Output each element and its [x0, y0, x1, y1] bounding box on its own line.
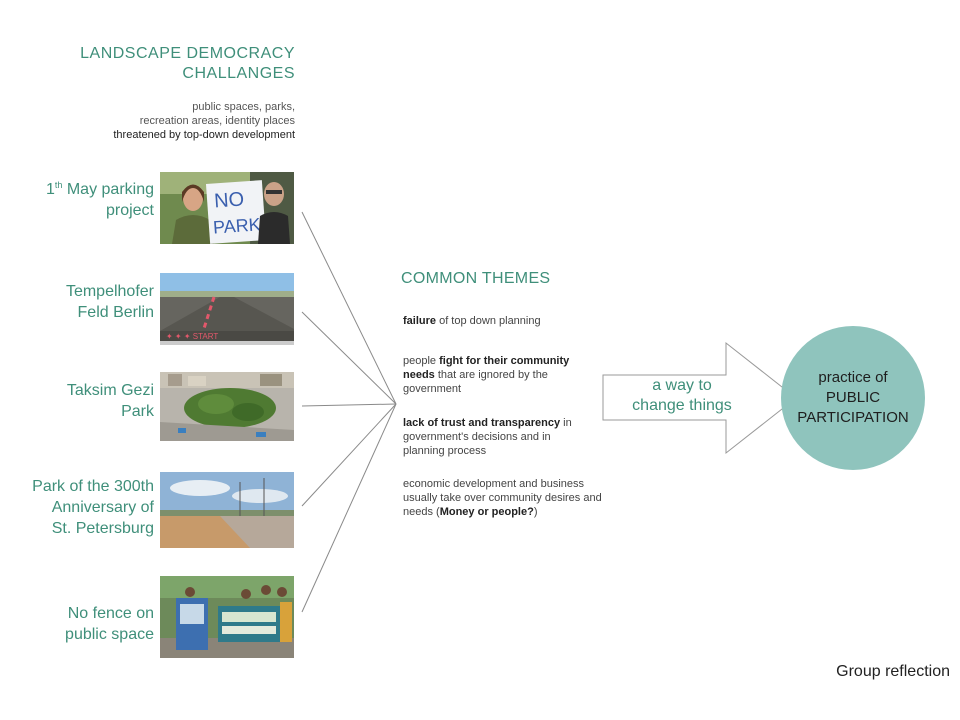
themes-title: COMMON THEMES	[401, 270, 551, 287]
arrow-text-line-2: change things	[632, 397, 732, 414]
theme-item-1: failure of top down planning	[403, 315, 541, 327]
theme-item-2: people fight for their community needs t…	[403, 355, 570, 395]
theme-item-3: lack of trust and transparency in govern…	[403, 417, 572, 457]
case-2-line-2: Feld Berlin	[77, 304, 154, 321]
public-participation-circle: practice of PUBLIC PARTICIPATION	[781, 326, 925, 470]
circle-line-1: practice of	[818, 369, 888, 386]
arrow-text: a way to change things	[612, 376, 752, 416]
svg-text:✦ ✦ ✦ START: ✦ ✦ ✦ START	[166, 332, 218, 341]
beach-park-photo	[160, 472, 294, 548]
case-label-2: Tempelhofer Feld Berlin	[4, 281, 154, 323]
footer-label: Group reflection	[836, 663, 950, 680]
case-1-line-1: 1th May parking	[45, 180, 154, 198]
page-title: LANDSCAPE DEMOCRACY CHALLANGES	[35, 44, 295, 84]
connector-line-3	[301, 403, 397, 407]
arrow-text-line-1: a way to	[652, 377, 712, 394]
circle-line-3: PARTICIPATION	[797, 409, 909, 426]
subtitle-line-3: threatened by top-down development	[113, 129, 295, 141]
connector-line-2	[301, 311, 397, 405]
aerial-park-photo	[160, 372, 294, 441]
case-3-line-1: Taksim Gezi	[66, 382, 154, 399]
subtitle-line-2: recreation areas, identity places	[139, 115, 295, 127]
case-4-line-3: St. Petersburg	[51, 520, 154, 537]
case-2-line-1: Tempelhofer	[65, 283, 154, 300]
subtitle-line-1: public spaces, parks,	[192, 101, 295, 113]
case-5-line-2: public space	[65, 626, 154, 643]
theme-item-4: economic development and business usuall…	[403, 478, 602, 518]
no-park-protest-photo: NO PARK	[160, 172, 294, 244]
connector-line-5	[301, 403, 397, 613]
case-4-line-1: Park of the 300th	[32, 478, 154, 495]
runway-field-photo: ✦ ✦ ✦ START	[160, 273, 294, 345]
svg-text:PARK: PARK	[212, 214, 261, 237]
subtitle: public spaces, parks, recreation areas, …	[35, 100, 295, 142]
case-label-3: Taksim Gezi Park	[4, 380, 154, 422]
svg-text:NO: NO	[213, 188, 244, 212]
circle-line-2: PUBLIC	[825, 389, 881, 406]
title-line-2: CHALLANGES	[182, 65, 295, 82]
connector-line-1	[301, 211, 397, 405]
case-label-1: 1th May parking project	[4, 175, 154, 221]
case-label-5: No fence on public space	[4, 603, 154, 645]
case-5-line-1: No fence on	[67, 605, 154, 622]
title-line-1: LANDSCAPE DEMOCRACY	[80, 45, 295, 62]
case-3-line-2: Park	[121, 403, 154, 420]
case-1-line-2: project	[105, 202, 154, 219]
case-4-line-2: Anniversary of	[51, 499, 154, 516]
case-label-4: Park of the 300th Anniversary of St. Pet…	[4, 476, 154, 539]
connector-line-4	[301, 403, 397, 507]
banner-protest-photo	[160, 576, 294, 658]
